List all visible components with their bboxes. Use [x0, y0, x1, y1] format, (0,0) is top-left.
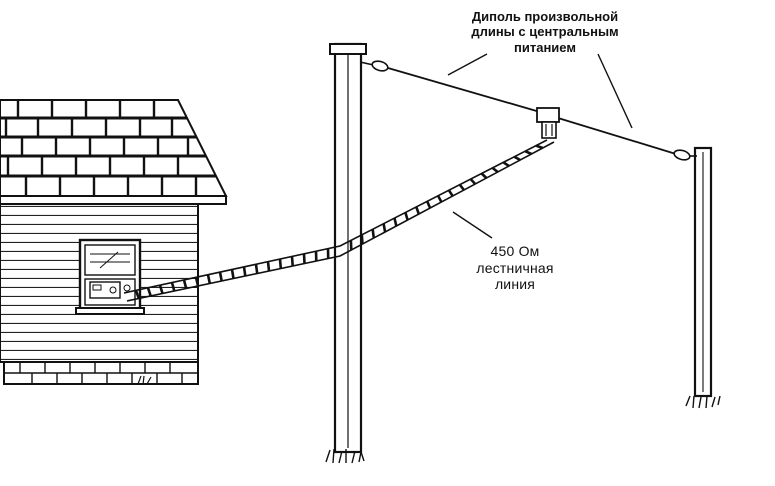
house-foundation — [3, 361, 199, 386]
ladder-rung — [302, 253, 306, 264]
ladder-rung — [436, 195, 443, 203]
ladder-rung — [242, 266, 247, 277]
feedline-label-line2: лестничная — [476, 259, 554, 276]
ladder-rung — [469, 178, 477, 185]
feedline-label-line3: линия — [494, 276, 536, 293]
ladder-line — [123, 139, 555, 302]
ladder-rung — [535, 144, 544, 150]
ladder-rung — [266, 261, 271, 272]
ladder-rung — [278, 258, 283, 269]
ladder-rung — [218, 271, 223, 282]
dipole-label-line3: питанием — [514, 39, 576, 55]
ladder-rung — [290, 256, 294, 267]
radio-transceiver — [89, 281, 121, 299]
ladder-rung — [182, 279, 188, 289]
ladder-rung — [371, 229, 376, 239]
house-window — [75, 238, 145, 315]
ladder-rung — [447, 189, 454, 197]
ladder-rung — [194, 277, 200, 287]
dipole-antenna — [359, 60, 697, 161]
feedline-label: 450 Ом лестничная линия — [440, 243, 590, 293]
ladder-rung — [206, 274, 212, 284]
house-roof — [0, 99, 228, 205]
house — [0, 99, 228, 386]
center-insulator — [536, 107, 560, 139]
ladder-rung — [360, 234, 364, 245]
ladder-rung — [382, 223, 387, 233]
ladder-rung — [480, 172, 488, 179]
right-insulator — [673, 149, 691, 161]
ladder-rung — [134, 289, 141, 299]
ladder-rung — [146, 287, 152, 297]
ladder-rung — [170, 282, 176, 292]
left-insulator — [371, 60, 389, 72]
ladder-rung — [230, 269, 235, 279]
label-leaders — [447, 53, 633, 239]
ladder-rung — [491, 166, 499, 174]
ladder-rung — [393, 217, 398, 227]
ladder-rung — [524, 150, 533, 156]
feedline-label-line1: 450 Ом — [490, 243, 540, 259]
right-pole — [685, 146, 721, 409]
ladder-rung — [404, 212, 409, 221]
ladder-rung — [513, 155, 521, 162]
ladder-rung — [502, 161, 510, 168]
ladder-rung — [415, 206, 421, 215]
dipole-label-line1: Диполь произвольной — [471, 9, 619, 24]
ladder-rung — [458, 183, 465, 191]
left-pole — [325, 42, 367, 464]
ladder-rung — [426, 200, 432, 209]
ladder-rung — [254, 264, 259, 274]
dipole-label-line2: длины с центральным — [471, 24, 619, 40]
dipole-label: Диполь произвольной длины с центральным … — [440, 9, 650, 55]
ladder-rung — [158, 284, 164, 294]
